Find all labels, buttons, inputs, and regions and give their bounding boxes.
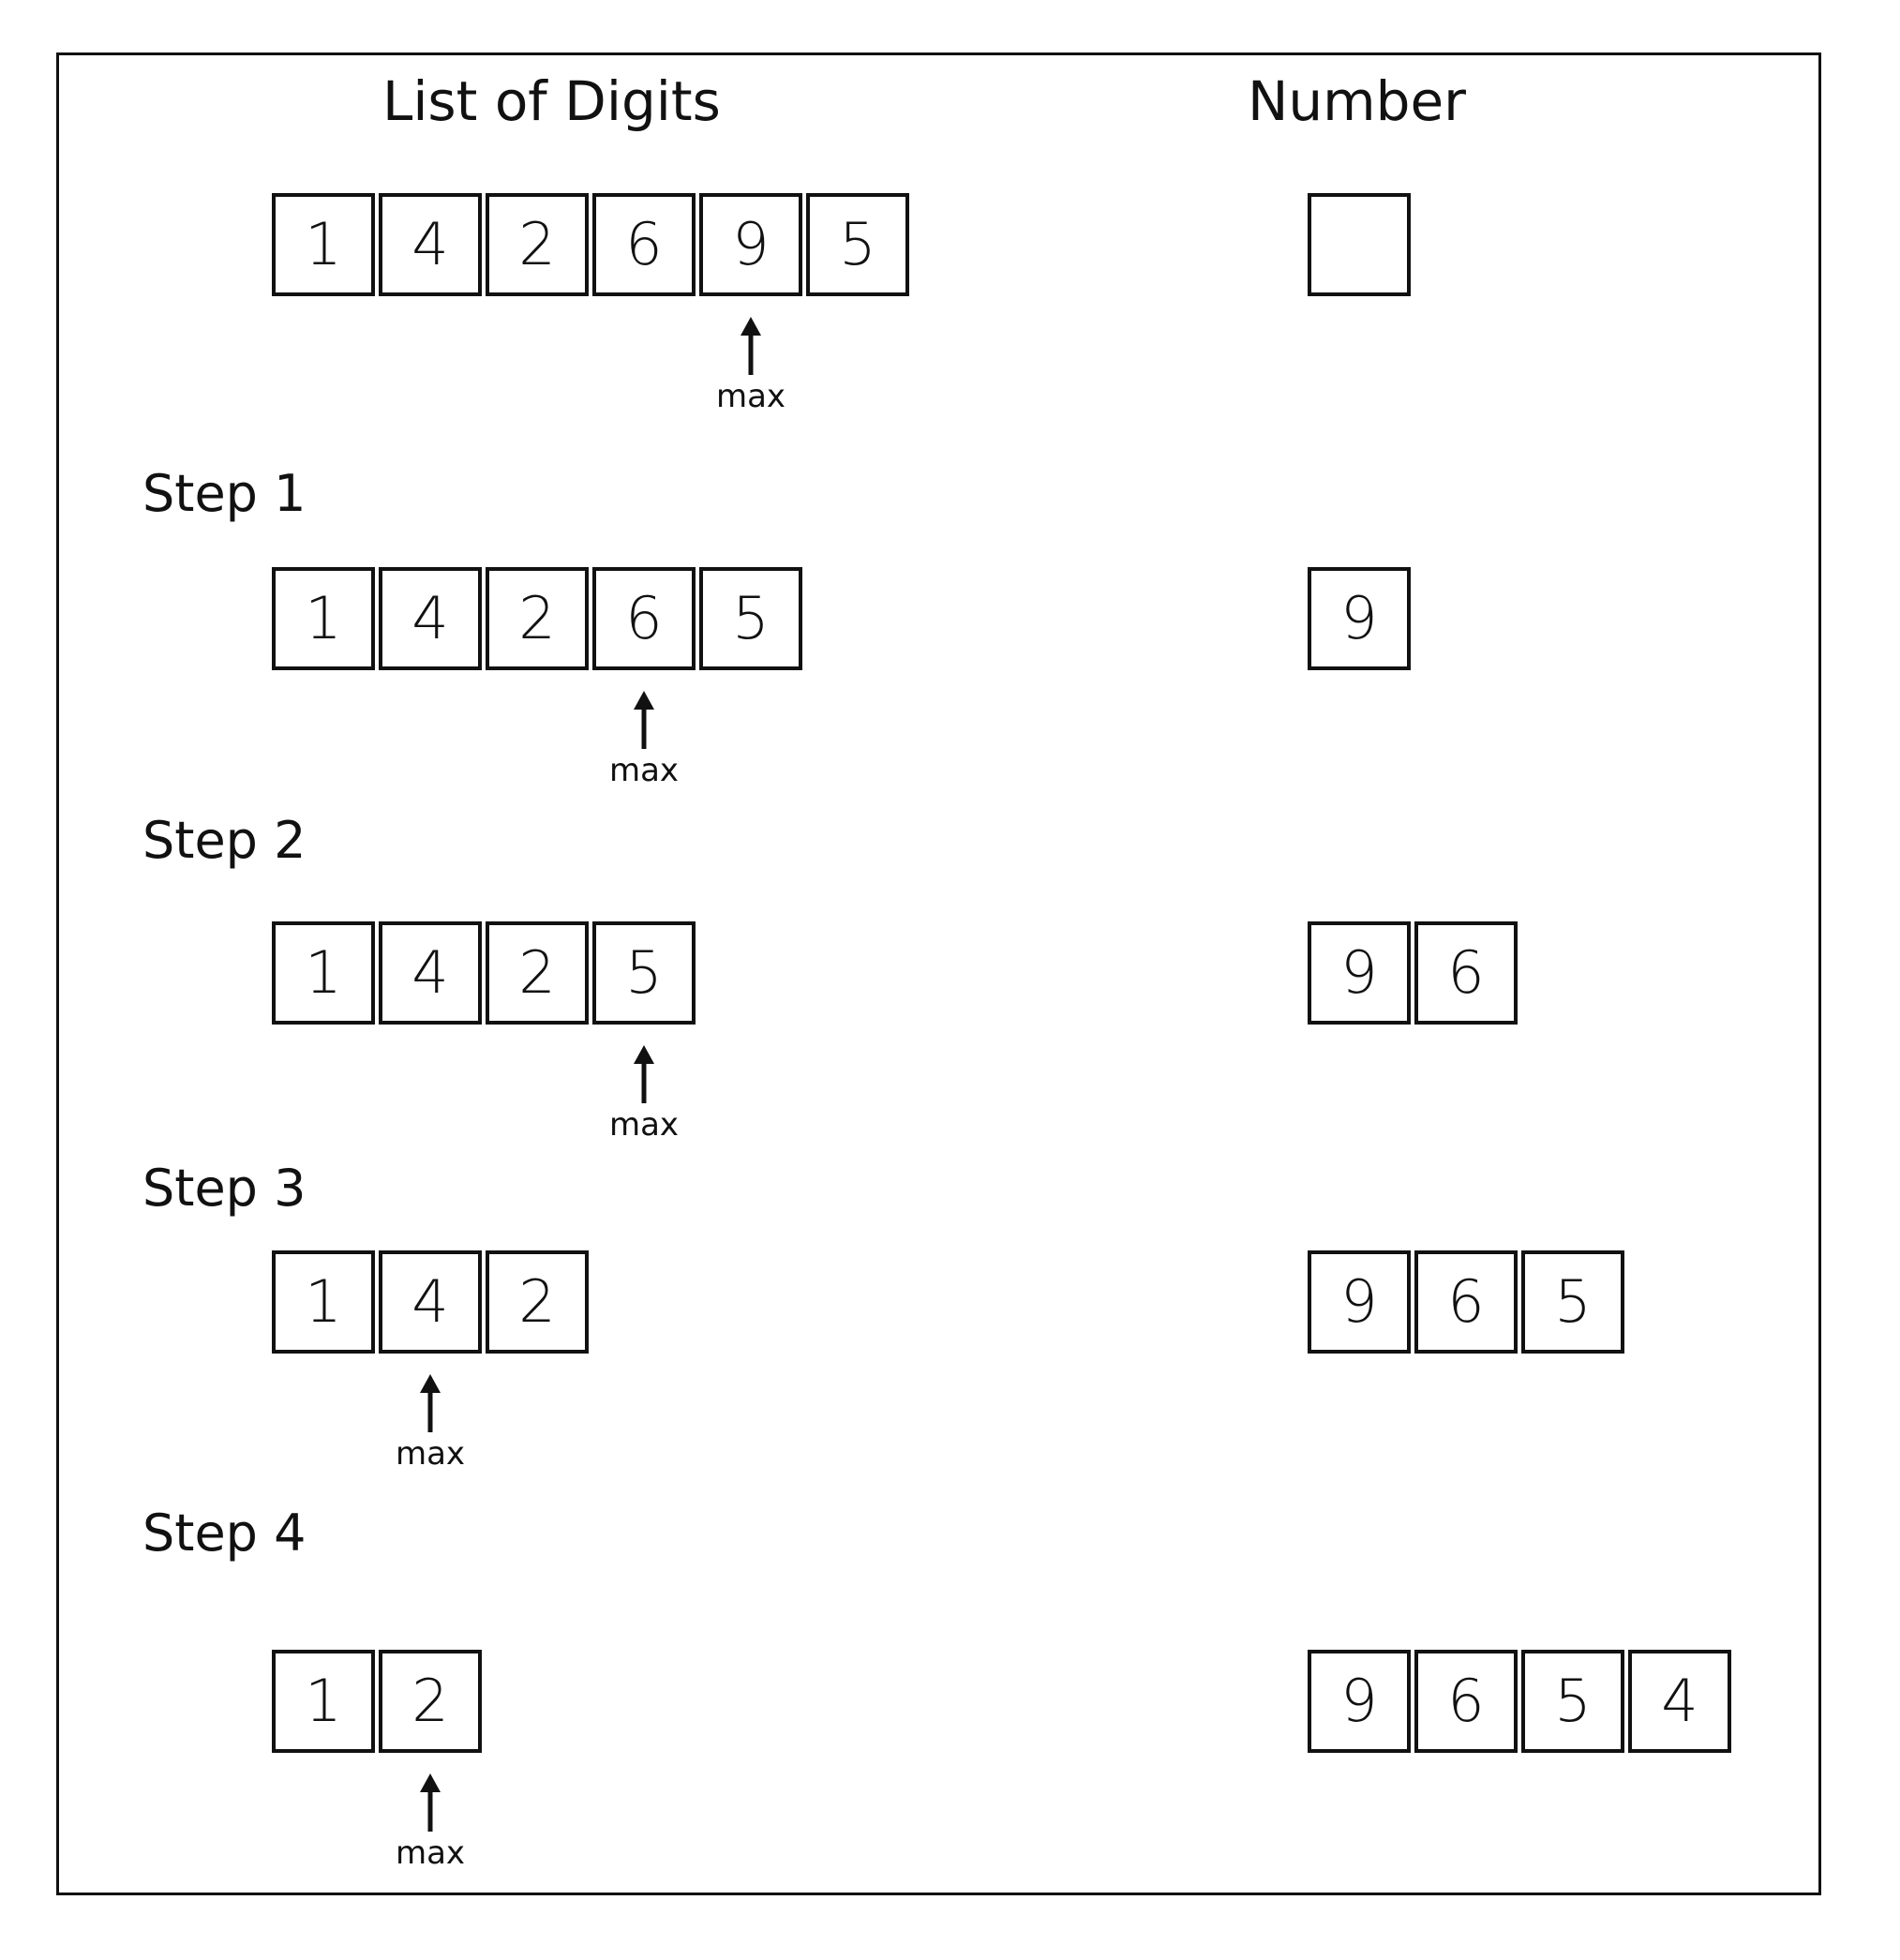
empty-number-cell bbox=[1308, 193, 1411, 296]
list-digit-cell: 4 bbox=[379, 193, 482, 296]
max-pointer: max bbox=[597, 1045, 691, 1148]
list-digit-cell: 1 bbox=[272, 921, 375, 1025]
list-digit-cell: 4 bbox=[379, 921, 482, 1025]
list-digit-cell: 5 bbox=[806, 193, 909, 296]
list-digit-cell: 1 bbox=[272, 567, 375, 670]
list-digit-cell: 6 bbox=[592, 193, 696, 296]
number-digit-cell: 9 bbox=[1308, 567, 1411, 670]
step-label: Step 3 bbox=[142, 1159, 307, 1218]
max-label: max bbox=[395, 1435, 466, 1473]
max-pointer: max bbox=[597, 691, 691, 794]
list-digit-cell: 2 bbox=[379, 1650, 482, 1753]
list-digit-cell: 5 bbox=[592, 921, 696, 1025]
list-digit-cell: 5 bbox=[699, 567, 802, 670]
max-label: max bbox=[715, 378, 786, 415]
number-heading: Number bbox=[1248, 69, 1466, 133]
number-digit-cell: 9 bbox=[1308, 921, 1411, 1025]
list-digit-cell: 1 bbox=[272, 1650, 375, 1753]
list-digit-cell: 4 bbox=[379, 1250, 482, 1354]
list-digit-cell: 1 bbox=[272, 193, 375, 296]
number-digit-cell: 6 bbox=[1414, 1650, 1518, 1753]
max-pointer: max bbox=[383, 1374, 477, 1477]
step-label: Step 2 bbox=[142, 811, 307, 870]
max-label: max bbox=[608, 1106, 680, 1144]
number-digit-cell: 9 bbox=[1308, 1650, 1411, 1753]
up-arrow-icon bbox=[420, 1374, 441, 1432]
list-digit-cell: 2 bbox=[486, 921, 589, 1025]
list-digit-cell: 9 bbox=[699, 193, 802, 296]
list-digit-cell: 2 bbox=[486, 1250, 589, 1354]
number-digit-cell: 6 bbox=[1414, 921, 1518, 1025]
number-digit-cell: 5 bbox=[1521, 1250, 1624, 1354]
up-arrow-icon bbox=[741, 317, 761, 375]
number-digit-cell: 4 bbox=[1628, 1650, 1731, 1753]
max-label: max bbox=[395, 1834, 466, 1872]
number-digit-cell: 6 bbox=[1414, 1250, 1518, 1354]
list-digit-cell: 4 bbox=[379, 567, 482, 670]
list-digit-cell: 2 bbox=[486, 567, 589, 670]
max-label: max bbox=[608, 752, 680, 789]
number-digit-cell: 9 bbox=[1308, 1250, 1411, 1354]
list-of-digits-heading: List of Digits bbox=[382, 69, 721, 133]
step-label: Step 1 bbox=[142, 464, 307, 523]
list-digit-cell: 1 bbox=[272, 1250, 375, 1354]
step-label: Step 4 bbox=[142, 1504, 307, 1563]
max-pointer: max bbox=[704, 317, 798, 420]
number-digit-cell: 5 bbox=[1521, 1650, 1624, 1753]
max-pointer: max bbox=[383, 1773, 477, 1877]
list-digit-cell: 2 bbox=[486, 193, 589, 296]
list-digit-cell: 6 bbox=[592, 567, 696, 670]
up-arrow-icon bbox=[420, 1773, 441, 1832]
up-arrow-icon bbox=[634, 1045, 654, 1103]
up-arrow-icon bbox=[634, 691, 654, 749]
